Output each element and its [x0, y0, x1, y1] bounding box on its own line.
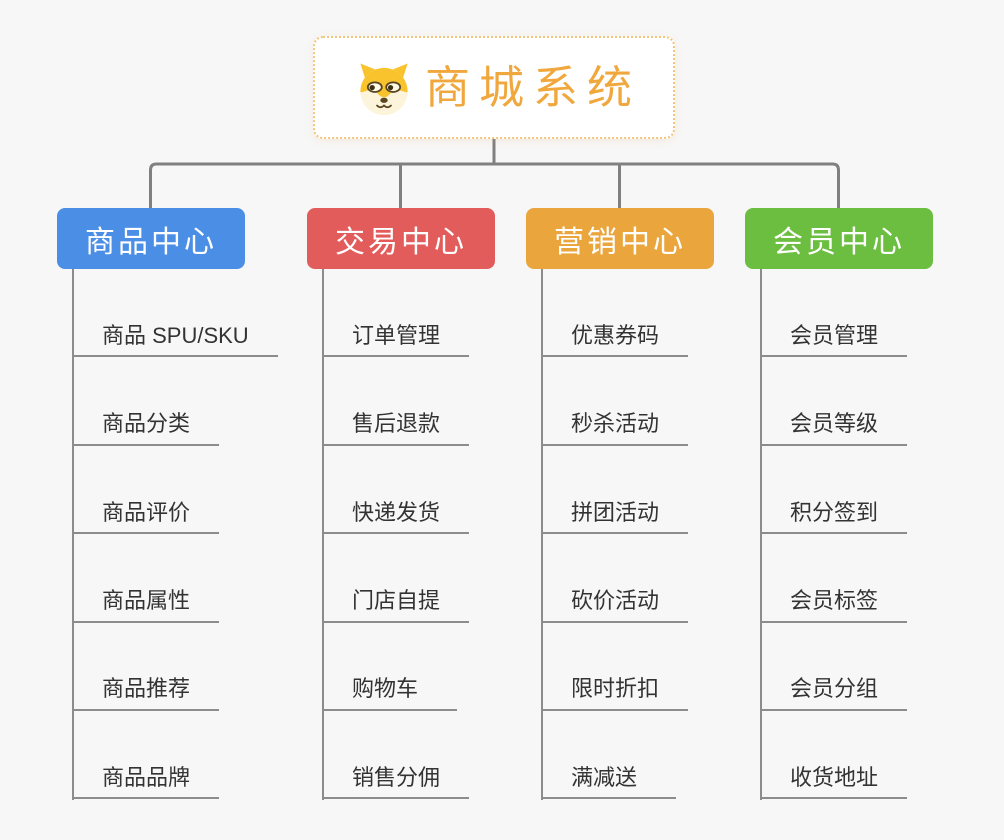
child-topic[interactable]: 积分签到 [760, 446, 908, 535]
child-topic[interactable]: 商品评价 [72, 446, 220, 535]
root-node[interactable]: 商城系统 [313, 36, 675, 139]
child-topic[interactable]: 砍价活动 [541, 534, 689, 623]
branch-children: 会员管理 会员等级 积分签到 会员标签 会员分组 收货地址 [760, 269, 908, 800]
branch-vertical-line [760, 269, 762, 800]
child-topic[interactable]: 销售分佣 [322, 711, 470, 800]
branch-children: 订单管理 售后退款 快递发货 门店自提 购物车 销售分佣 [322, 269, 470, 800]
child-topic[interactable]: 收货地址 [760, 711, 908, 800]
child-topic[interactable]: 满减送 [541, 711, 676, 800]
root-title: 商城系统 [424, 62, 641, 113]
child-topic[interactable]: 会员标签 [760, 534, 908, 623]
child-topic[interactable]: 快递发货 [322, 446, 470, 535]
child-topic[interactable]: 优惠券码 [541, 269, 689, 358]
branch-marketing-center: 营销中心 优惠券码 秒杀活动 拼团活动 砍价活动 限时折扣 满减送 [526, 208, 714, 800]
branch-vertical-line [541, 269, 543, 800]
branch-member-center: 会员中心 会员管理 会员等级 积分签到 会员标签 会员分组 收货地址 [745, 208, 933, 800]
child-topic[interactable]: 商品品牌 [72, 711, 220, 800]
branch-header[interactable]: 会员中心 [745, 208, 933, 269]
child-topic[interactable]: 订单管理 [322, 269, 470, 358]
branch-header[interactable]: 交易中心 [307, 208, 495, 269]
child-topic[interactable]: 会员管理 [760, 269, 908, 358]
child-topic[interactable]: 限时折扣 [541, 623, 689, 711]
child-topic[interactable]: 售后退款 [322, 357, 470, 446]
branch-vertical-line [322, 269, 324, 800]
branch-children: 商品 SPU/SKU 商品分类 商品评价 商品属性 商品推荐 商品品牌 [72, 269, 278, 800]
branch-trade-center: 交易中心 订单管理 售后退款 快递发货 门店自提 购物车 销售分佣 [307, 208, 495, 800]
dog-face-icon [360, 63, 408, 115]
branch-header[interactable]: 营销中心 [526, 208, 714, 269]
branch-product-center: 商品中心 商品 SPU/SKU 商品分类 商品评价 商品属性 商品推荐 商品品牌 [57, 208, 278, 800]
child-topic[interactable]: 商品属性 [72, 534, 220, 623]
child-topic[interactable]: 商品 SPU/SKU [72, 269, 278, 358]
child-topic[interactable]: 商品分类 [72, 357, 220, 446]
child-topic[interactable]: 秒杀活动 [541, 357, 689, 446]
child-topic[interactable]: 会员等级 [760, 357, 908, 446]
child-topic[interactable]: 会员分组 [760, 623, 908, 711]
branch-header[interactable]: 商品中心 [57, 208, 245, 269]
branch-children: 优惠券码 秒杀活动 拼团活动 砍价活动 限时折扣 满减送 [541, 269, 689, 800]
child-topic[interactable]: 商品推荐 [72, 623, 220, 711]
child-topic[interactable]: 拼团活动 [541, 446, 689, 535]
child-topic[interactable]: 购物车 [322, 623, 457, 711]
child-topic[interactable]: 门店自提 [322, 534, 470, 623]
branch-vertical-line [72, 269, 74, 800]
